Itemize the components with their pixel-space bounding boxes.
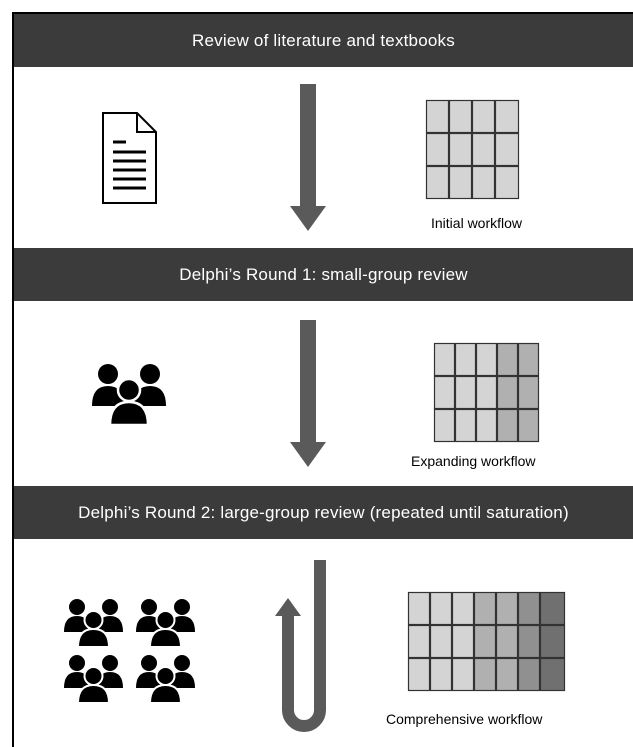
down-arrow-2 xyxy=(290,320,326,467)
stage-3-heading: Delphi’s Round 2: large-group review (re… xyxy=(78,502,569,522)
stage-3-caption: Comprehensive workflow xyxy=(386,711,543,727)
stage-1-caption: Initial workflow xyxy=(431,215,523,231)
stage-2-heading: Delphi’s Round 1: small-group review xyxy=(179,264,468,284)
loop-arrow xyxy=(275,560,326,732)
down-arrow-1 xyxy=(290,84,326,231)
workflow-grid-expanding xyxy=(433,342,540,443)
stage-2-heading-band: Delphi’s Round 1: small-group review xyxy=(14,248,633,301)
stage-3-heading-band: Delphi’s Round 2: large-group review (re… xyxy=(14,486,633,539)
stage-1-heading: Review of literature and textbooks xyxy=(192,30,455,50)
workflow-grid-initial xyxy=(425,99,520,200)
stage-2-caption: Expanding workflow xyxy=(411,453,536,469)
document-icon xyxy=(102,112,157,204)
stage-1-heading-band: Review of literature and textbooks xyxy=(14,14,633,67)
four-groups-icon xyxy=(63,598,196,704)
workflow-grid-comprehensive xyxy=(407,591,566,692)
group-icon xyxy=(92,364,166,427)
